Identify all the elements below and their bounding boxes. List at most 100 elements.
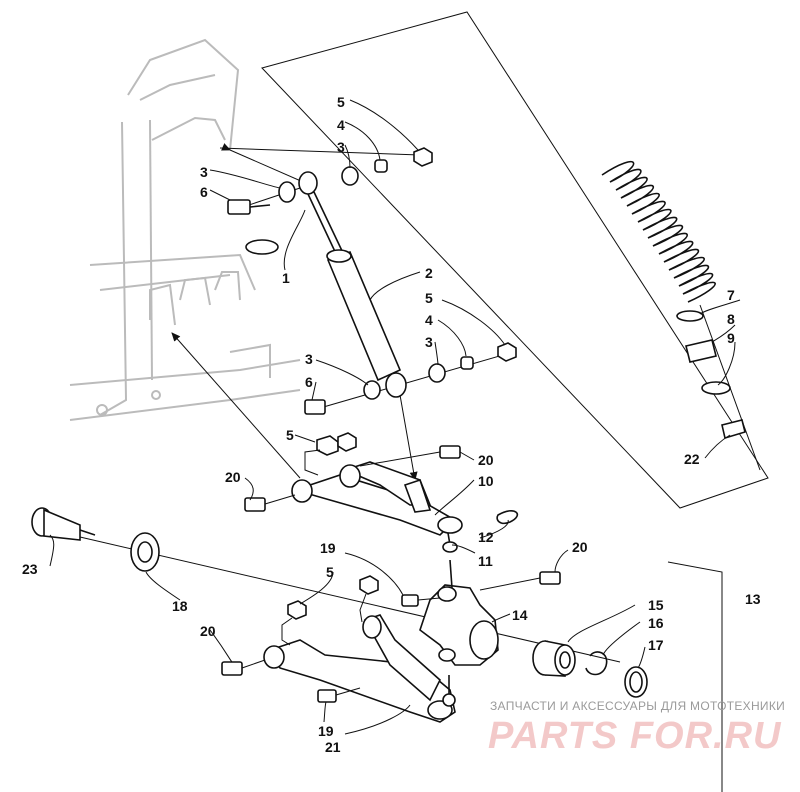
callout-17: 17 (648, 637, 664, 653)
callout-9: 9 (727, 330, 735, 346)
callout-21: 21 (325, 739, 341, 755)
bushing-4-lower (460, 356, 474, 370)
callout-20-arm-right: 20 (478, 452, 494, 468)
retainer-22 (721, 419, 746, 440)
bolt-6-lower (304, 399, 326, 415)
callout-18: 18 (172, 598, 188, 614)
bolt-19-upper-axis (417, 597, 441, 601)
callout-13-bracket (667, 561, 723, 792)
steering-knuckle-14 (419, 559, 499, 666)
nut-5-upper (413, 147, 433, 167)
bolt-20-upper-axis (359, 451, 441, 467)
upper-arm-bolt-guide (304, 449, 321, 476)
nut-5-lower (497, 342, 517, 362)
shock-to-arm-arrow (399, 394, 418, 481)
bolt-6-upper (227, 199, 251, 215)
callout-15: 15 (648, 597, 664, 613)
spindle-axis (79, 536, 621, 663)
ring-17 (624, 666, 648, 698)
nut-5-upper-arm-left (316, 435, 339, 456)
callout-2: 2 (425, 265, 433, 281)
seal-18 (130, 532, 160, 572)
callout-8: 8 (727, 311, 735, 327)
lower-bolt-axis (319, 352, 511, 409)
snap-ring-16 (585, 651, 608, 676)
watermark-brand: PARTS FOR.RU (488, 715, 782, 757)
lower-a-arm-21 (263, 614, 456, 723)
bolt-19-lower (317, 689, 337, 703)
callout-4-mid: 4 (425, 312, 433, 328)
callout-20-lower-arm: 20 (200, 623, 216, 639)
bolt-20-upper (439, 445, 461, 459)
watermark: ЗАПЧАСТИ И АКСЕССУАРЫ ДЛЯ МОТОТЕХНИКИ PA… (488, 699, 785, 757)
lower-arm-bolt-guide-left (281, 617, 293, 646)
callout-5-mid: 5 (425, 290, 433, 306)
callout-11: 11 (478, 553, 493, 569)
washer-3-upper-left (278, 181, 296, 203)
bolt-20-lower-axis (241, 659, 266, 669)
seal-18-inner (137, 541, 153, 563)
spring-seat-7 (676, 310, 704, 322)
callout-6-lower: 6 (305, 374, 313, 390)
lower-arm-bolt-guide-right (359, 593, 367, 623)
washer-3-upper-right (341, 166, 359, 186)
ring-17-inner (629, 671, 643, 693)
callout-13: 13 (745, 591, 761, 607)
nut-5-upper-arm-right (337, 432, 357, 452)
bolt-19-upper (401, 594, 419, 607)
callout-3-top: 3 (337, 139, 345, 155)
callout-23: 23 (22, 561, 38, 577)
shock-absorber (307, 191, 402, 383)
watermark-tagline: ЗАПЧАСТИ И АКСЕССУАРЫ ДЛЯ МОТОТЕХНИКИ (490, 699, 785, 713)
bolt-20-upper-left (244, 497, 266, 512)
callout-6-top: 6 (200, 184, 208, 200)
nut-5-lower-arm-right (359, 575, 379, 595)
bolt-20-knuckle-axis (479, 577, 541, 591)
collar-8 (685, 339, 717, 363)
chassis-frame-outline (69, 38, 301, 421)
ring-1 (245, 239, 279, 255)
upper-mount-arrow (221, 143, 311, 186)
bolt-19-lower-axis (335, 687, 361, 696)
callout-22: 22 (684, 451, 700, 467)
callout-5-arm: 5 (286, 427, 294, 443)
washer-3-lower-right (428, 363, 446, 383)
callout-3-left: 3 (200, 164, 208, 180)
leader-lines (49, 99, 741, 735)
bolt-6-upper-shank (249, 204, 271, 208)
callout-5-lower-arm: 5 (326, 564, 334, 580)
callout-3-lower: 3 (305, 351, 313, 367)
bolt-20-upper-left-axis (264, 494, 296, 505)
callout-19-top: 19 (320, 540, 336, 556)
callout-19-lower: 19 (318, 723, 334, 739)
callout-14: 14 (512, 607, 528, 623)
callout-12: 12 (478, 529, 494, 545)
washer-9 (701, 381, 731, 395)
bushing-4-upper (374, 159, 388, 173)
spindle-23 (31, 507, 96, 541)
upper-bolt-axis (219, 147, 421, 156)
callout-labels: 5 4 3 3 6 1 2 5 4 3 3 6 5 20 20 10 12 11… (22, 94, 761, 755)
upper-a-arm (291, 461, 463, 553)
callout-7: 7 (727, 287, 735, 303)
bolt-20-lower (221, 661, 243, 676)
nut-5-lower-arm-left (287, 600, 307, 620)
shock-bottom-eye (385, 372, 407, 398)
arm-to-frame-arrow (171, 332, 301, 479)
callout-5-top: 5 (337, 94, 345, 110)
callout-16: 16 (648, 615, 664, 631)
coil-spring (601, 160, 716, 303)
callout-1: 1 (282, 270, 290, 286)
callout-10: 10 (478, 473, 494, 489)
callout-20-knuckle: 20 (572, 539, 588, 555)
callout-20-arm-left: 20 (225, 469, 241, 485)
bearing-15 (532, 640, 576, 677)
callout-4-top: 4 (337, 117, 345, 133)
shock-assembly-frame (261, 11, 769, 509)
clip-12 (496, 510, 519, 525)
washer-3-lower-left (363, 380, 381, 400)
shock-top-eye (298, 171, 318, 195)
callout-3-mid: 3 (425, 334, 433, 350)
bolt-20-knuckle (539, 571, 561, 585)
